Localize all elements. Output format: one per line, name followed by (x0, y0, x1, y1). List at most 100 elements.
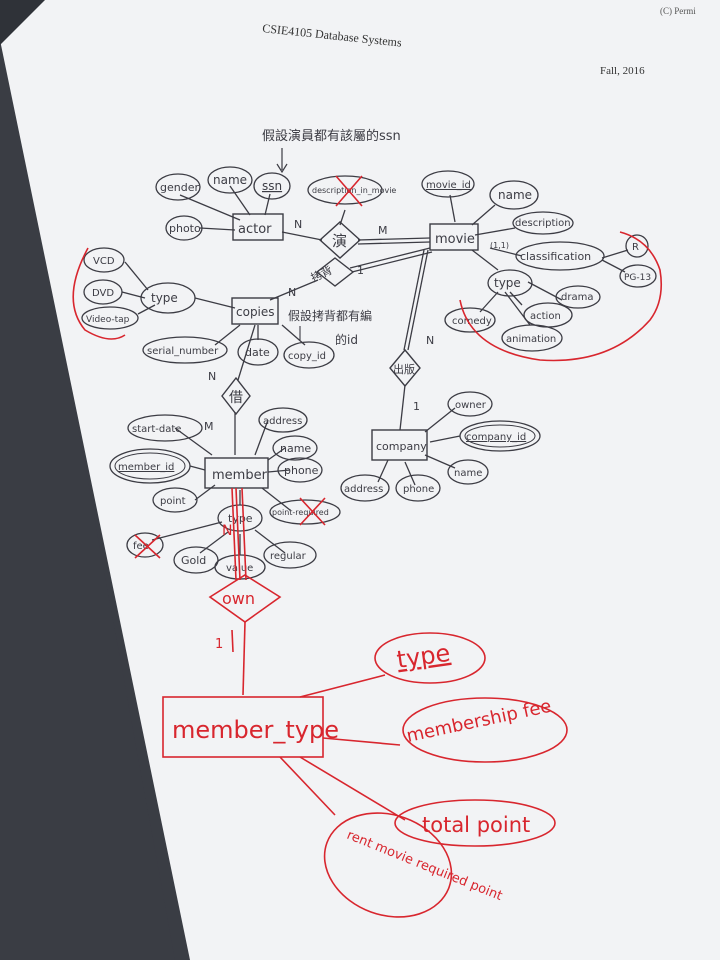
attr-serial-number-label: serial_number (147, 346, 219, 357)
attr-description-in-movie (307, 175, 383, 205)
entity-member-label: member (212, 468, 268, 483)
red-annotations (72, 175, 663, 918)
attr-video-tap-label: Video-tap (86, 315, 130, 325)
attr-company-phone-label: phone (403, 484, 434, 495)
corner-note: (C) Permi (660, 6, 696, 16)
attr-owner-label: owner (455, 400, 487, 411)
attr-pg13-label: PG-13 (624, 273, 651, 283)
attr-member-phone-label: phone (284, 464, 319, 477)
attr-company-name-label: name (454, 468, 482, 479)
attr-gender-label: gender (160, 181, 199, 194)
entity-member-type-label: member_type (172, 716, 339, 744)
attr-dvd-label: DVD (92, 288, 114, 299)
attr-classification (515, 241, 605, 271)
attr-movie-id (421, 170, 475, 198)
note-copy-id-line2: 的id (335, 332, 358, 347)
attr-animation (501, 324, 563, 352)
attr-copy-type-label: type (151, 291, 178, 305)
attr-owner (447, 391, 493, 417)
attr-movie-id-label: movie_id (426, 180, 471, 191)
attr-photo-label: photo (169, 222, 201, 235)
card-own-member-type: 1 (215, 637, 223, 652)
attr-start-date-label: start-date (132, 424, 181, 435)
attr-photo (165, 215, 203, 241)
attr-serial-number (142, 336, 228, 364)
attr-r-label: R (632, 242, 639, 253)
attr-date (237, 338, 279, 366)
attr-gold-label: Gold (181, 554, 206, 567)
attr-company-address (340, 474, 390, 502)
attr-address-member-label: address (263, 416, 302, 427)
note-copy-id-line1: 假設拷背都有編 (288, 308, 372, 323)
attr-point-label: point (160, 496, 186, 507)
attr-regular-label: regular (270, 551, 307, 562)
attr-vcd-label: VCD (93, 256, 115, 267)
attr-fee-label: fee (133, 541, 149, 552)
entity-actor (232, 213, 284, 241)
attr-company-id (459, 420, 541, 452)
attr-gender (155, 173, 201, 201)
attr-description (512, 211, 574, 235)
attr-regular (263, 541, 317, 569)
card-act-movie: M (378, 224, 388, 237)
relationship-publish (389, 348, 421, 388)
card-borrow-copies: N (208, 370, 216, 383)
attr-point (152, 487, 198, 513)
entity-actor-label: actor (238, 222, 272, 237)
attr-copy-id-label: copy_id (288, 351, 326, 362)
attr-vcd (83, 247, 125, 273)
note-ssn-arrow (276, 148, 288, 174)
card-publish-movie: N (426, 334, 434, 347)
attr-pg13 (619, 264, 657, 288)
attr-movie-name (489, 180, 539, 210)
card-own-member: N (222, 523, 232, 539)
relationship-borrow (221, 376, 251, 416)
entity-movie (429, 223, 479, 251)
connector-lines (121, 185, 629, 555)
attr-movie-type-label: type (494, 276, 521, 290)
attr-point-required-label: point-required (272, 508, 329, 517)
entity-company-label: company (376, 440, 427, 453)
attr-total-point (394, 799, 556, 847)
attr-actor-name-label: name (213, 173, 247, 187)
attr-r (625, 234, 649, 258)
card-act-actor: N (294, 218, 302, 231)
attr-description-label: description (515, 218, 571, 229)
attr-ssn-label: ssn (262, 179, 282, 193)
entity-member-type (162, 696, 324, 758)
attr-drama-label: drama (561, 292, 593, 303)
attr-movie-type (487, 269, 533, 297)
relationship-act-label: 演 (332, 232, 347, 250)
attr-copy-id (283, 341, 335, 369)
classification-cardinality: (1,1) (490, 241, 509, 250)
attr-total-point-label: total point (422, 813, 530, 837)
attr-address-member (258, 407, 308, 433)
attr-animation-label: animation (506, 334, 556, 345)
attr-company-address-label: address (344, 484, 383, 495)
attr-comedy (444, 307, 496, 333)
attr-dvd (83, 279, 123, 305)
card-borrow-member: M (204, 420, 214, 433)
attr-company-id-label: company_id (466, 432, 526, 443)
term-label: Fall, 2016 (600, 65, 645, 77)
attr-fee (126, 532, 164, 558)
entity-movie-label: movie (435, 232, 475, 247)
attr-rent-required-point (323, 812, 453, 918)
attr-description-in-movie-label: description_in_movie (312, 186, 396, 195)
attr-video-tap (81, 306, 139, 330)
card-copy-movie: 1 (357, 264, 364, 277)
attr-mt-type (374, 632, 486, 684)
card-copy-copies: N (288, 286, 296, 299)
attr-comedy-label: comedy (452, 316, 492, 327)
attr-membership-fee (402, 697, 568, 763)
attr-company-phone (395, 474, 441, 502)
relationship-act (318, 221, 362, 259)
relationship-borrow-label: 借 (229, 390, 243, 406)
attr-member-phone (277, 457, 323, 483)
attr-actor-name (207, 166, 253, 194)
attr-movie-name-label: name (498, 188, 532, 202)
attr-member-name (272, 435, 318, 461)
